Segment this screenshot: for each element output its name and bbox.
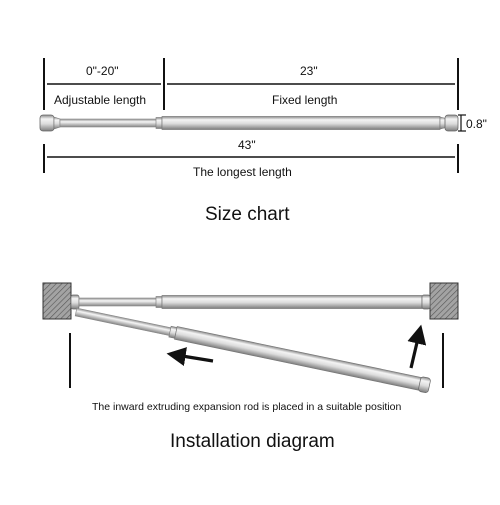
right-wall: [429, 282, 459, 320]
fixed-dimension-label: 23": [300, 64, 318, 78]
installation-caption: The inward extruding expansion rod is pl…: [92, 401, 402, 413]
total-dimension-label: 43": [238, 138, 256, 152]
left-wall: [42, 282, 72, 320]
diameter-label: 0.8": [466, 117, 487, 131]
rod-size-chart: [39, 114, 459, 132]
fixed-length-label: Fixed length: [272, 93, 338, 107]
size-chart-title: Size chart: [205, 204, 290, 225]
adjustable-dimension-label: 0"-20": [86, 64, 119, 78]
arrow-left-icon: [166, 347, 214, 367]
adjustable-length-label: Adjustable length: [54, 93, 147, 107]
longest-length-label: The longest length: [193, 165, 292, 179]
arrow-up-icon: [407, 324, 427, 369]
installation-title: Installation diagram: [170, 431, 335, 452]
rod-tilted: [74, 307, 431, 393]
rod-installed: [70, 294, 431, 310]
